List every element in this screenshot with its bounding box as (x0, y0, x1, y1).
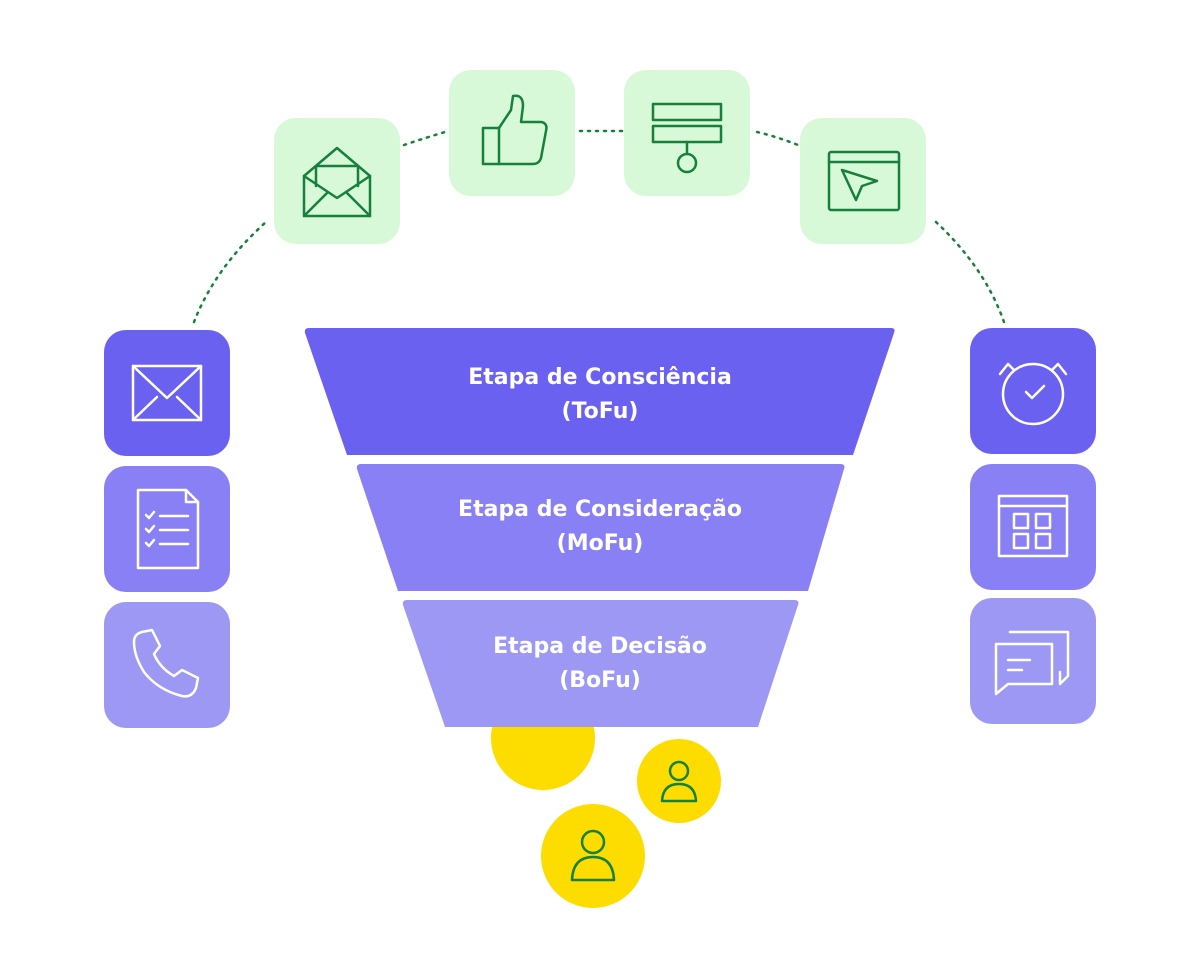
connector-top-3 (755, 130, 800, 147)
user-icon (570, 829, 616, 882)
stage-tofu-code: (ToFu) (561, 399, 639, 424)
mail-tile (104, 330, 230, 456)
mail-icon (131, 364, 203, 422)
stage-mofu-code: (MoFu) (556, 531, 644, 556)
stage-bofu-label: Etapa de Decisão (BoFu) (300, 630, 900, 698)
stage-mofu-title: Etapa de Consideração (458, 497, 742, 522)
browser-cursor-tile (800, 118, 926, 244)
stage-tofu-label: Etapa de Consciência (ToFu) (300, 361, 900, 429)
user-icon (660, 760, 698, 803)
open-envelope-icon (302, 146, 372, 218)
thumbs-up-tile (449, 70, 575, 196)
open-envelope-tile (274, 118, 400, 244)
checklist-tile (104, 466, 230, 592)
stage-mofu-label: Etapa de Consideração (MoFu) (300, 493, 900, 561)
stage-mofu-shape (356, 464, 845, 591)
stage-bofu-shape (402, 600, 799, 727)
stage-tofu-shape (304, 328, 895, 455)
grid-window-tile (970, 464, 1096, 590)
person-badge-bottom (541, 804, 645, 908)
grid-window-icon (997, 494, 1069, 558)
thumbs-up-icon (481, 94, 548, 166)
person-badge-right (637, 739, 721, 823)
flowchart-tile (624, 70, 750, 196)
phone-icon (132, 628, 200, 698)
flowchart-icon (651, 102, 723, 174)
connector-right (934, 220, 1006, 324)
checklist-document-icon (136, 488, 200, 570)
stage-tofu-title: Etapa de Consciência (468, 365, 732, 390)
phone-tile (104, 602, 230, 728)
chat-bubbles-tile (970, 598, 1096, 724)
stage-bofu-code: (BoFu) (559, 668, 641, 693)
connector-top-1 (402, 130, 447, 147)
stage-bofu-title: Etapa de Decisão (493, 634, 707, 659)
chat-bubbles-icon (994, 630, 1070, 696)
alarm-clock-tile (970, 328, 1096, 454)
alarm-clock-icon (998, 362, 1068, 426)
browser-cursor-icon (827, 150, 901, 212)
